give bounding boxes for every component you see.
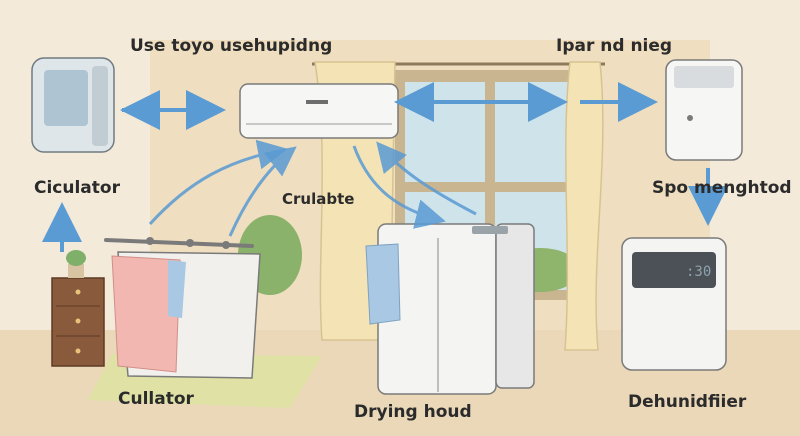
drying-cabinet [377,223,535,395]
blue-towel [365,243,401,325]
label-bottom-right: Dehunidfiier [628,392,747,412]
arrow-cabinet-to-ac [376,141,477,216]
label-bottom-left: Cullator [118,389,194,409]
portable-ac-top-right [665,59,743,161]
pink-towel [111,255,181,373]
dehumidifier-unit [621,237,727,371]
side-cabinet [51,277,105,367]
label-left-mid: Ciculator [34,178,120,198]
label-bottom-center: Drying houd [354,402,472,422]
label-right-mid: Spo menghtod [652,178,792,198]
air-conditioner-unit [239,83,399,139]
arrow-rack-to-ac-2 [228,146,297,237]
potted-plant [66,250,86,278]
curtain-right [564,61,604,351]
arrow-ac-to-cabinet-1 [352,145,446,229]
label-top-right: Ipar nd nieg [556,36,673,56]
air-purifier-top-left [31,57,115,153]
airflow-arrows [42,82,728,252]
dehumidifier-readout: :30 [686,264,711,280]
blue-towel-small [168,260,186,318]
label-top-left: Use toyo usehupidng [130,36,333,56]
label-center: Crulabte [282,190,355,208]
